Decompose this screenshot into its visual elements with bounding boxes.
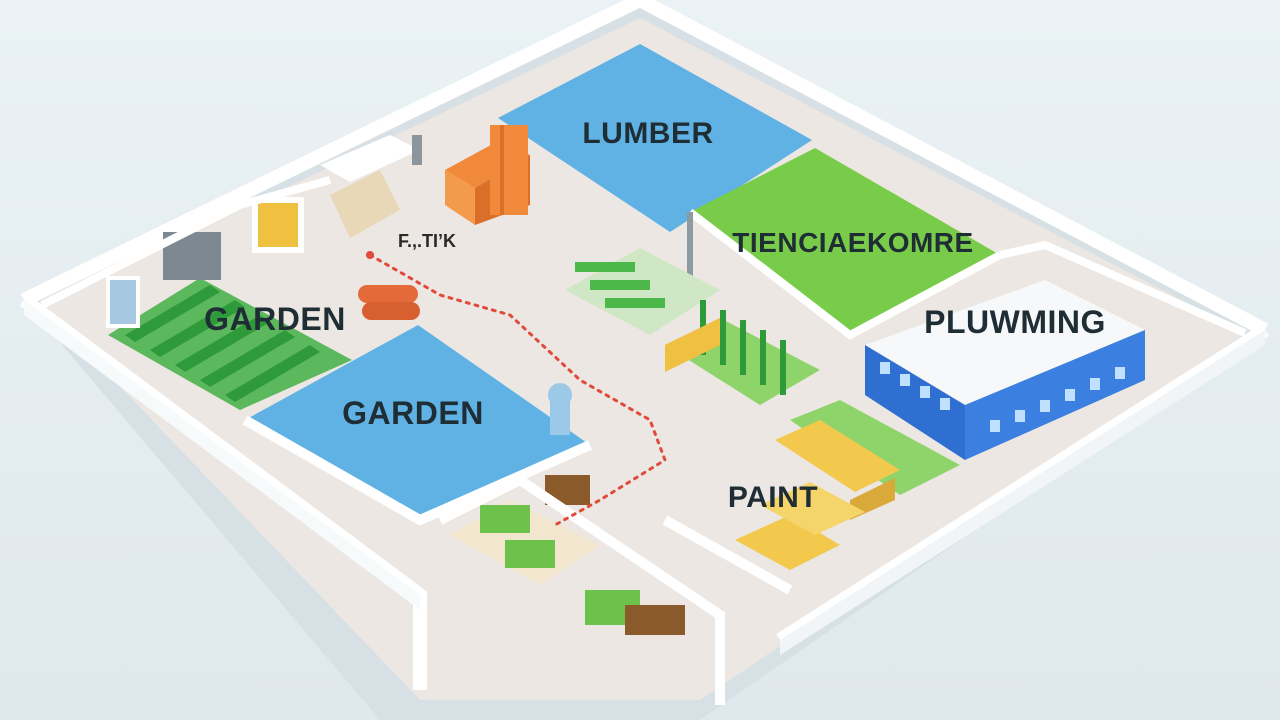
lower-planters — [480, 475, 685, 635]
greenhouse-plants — [575, 262, 665, 308]
inner-wall-lower — [437, 474, 725, 705]
wall-face-left — [24, 300, 420, 610]
entry-sign-label: F.,.TI’K — [398, 231, 456, 251]
pool-wall — [242, 415, 593, 526]
garden-pool[interactable] — [245, 325, 590, 520]
garden-label-pool: GARDEN — [342, 395, 484, 431]
left-door — [106, 276, 140, 328]
lumber-zone[interactable] — [498, 44, 812, 232]
plumbing-label: PLUWMING — [924, 304, 1106, 340]
garden-label-left: GARDEN — [204, 301, 346, 337]
water-tank-body — [550, 395, 570, 435]
garden-plant-rows — [125, 285, 320, 402]
pillar — [412, 135, 422, 165]
inner-wall-back-left — [40, 176, 332, 309]
tools-zone-wall — [687, 208, 1002, 340]
checkout-counter — [320, 135, 420, 182]
orange-crates — [445, 125, 530, 225]
orange-logs — [358, 285, 420, 320]
plumbing-roof — [865, 280, 1145, 405]
tools-label: TIENCIAEKOMRE — [732, 227, 973, 258]
yellow-planter — [665, 318, 720, 372]
wall-face-right — [780, 330, 1265, 655]
paint-stock — [735, 420, 900, 570]
outer-wall-back — [20, 0, 1269, 337]
display-screen-2 — [252, 197, 304, 253]
garden-strip-right[interactable] — [790, 400, 960, 495]
plumbing-wall-side — [965, 330, 1145, 460]
plumbing-windows — [880, 362, 1125, 432]
paint-label: PAINT — [728, 481, 818, 514]
path-start-marker — [366, 251, 374, 259]
shelf-unit-1 — [330, 170, 400, 238]
tools-zone[interactable] — [690, 148, 1000, 335]
inner-wall-paint — [662, 515, 793, 595]
navigation-path — [368, 253, 667, 527]
lumber-label: LUMBER — [582, 117, 713, 150]
inner-wall-back-right — [999, 240, 1247, 337]
